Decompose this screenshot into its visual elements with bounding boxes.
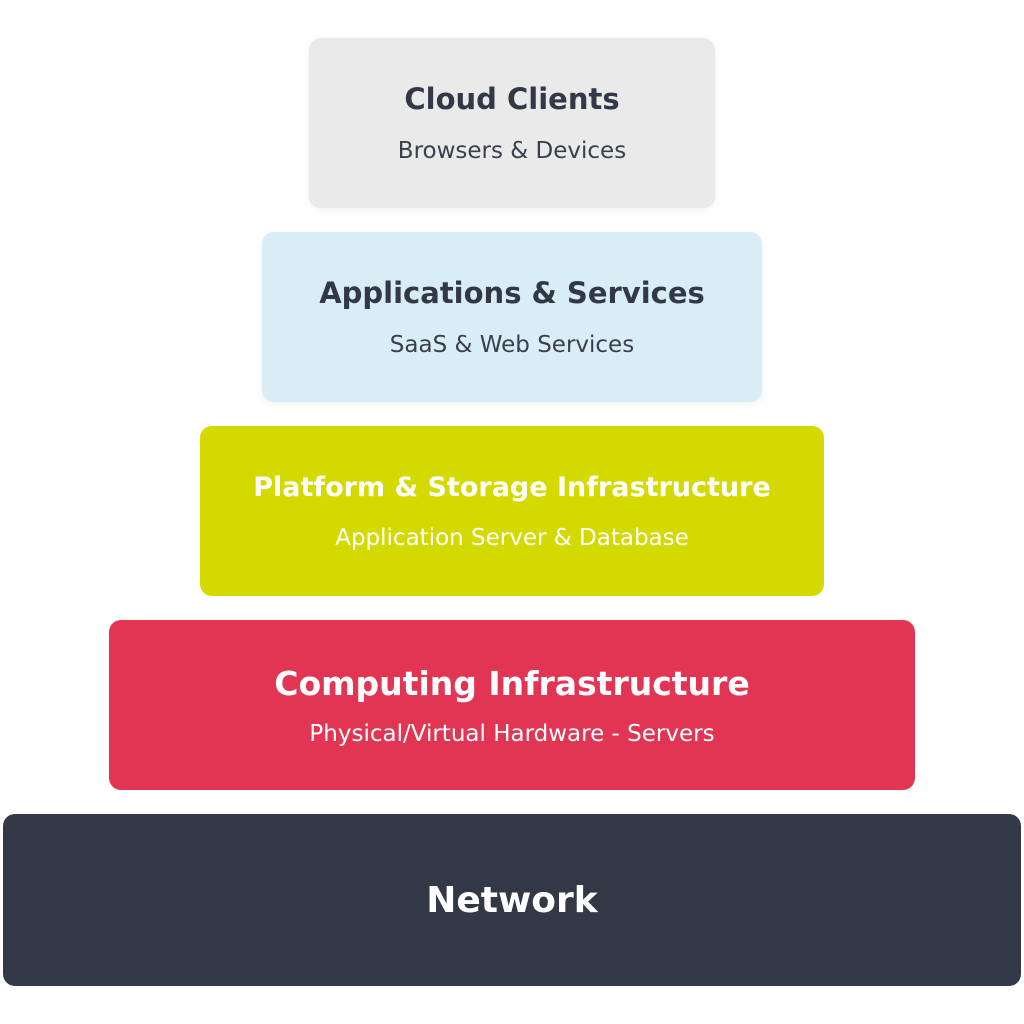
layer-title: Applications & Services [319, 276, 705, 310]
layer-title: Platform & Storage Infrastructure [253, 471, 771, 503]
layer-network: Network [3, 814, 1021, 986]
layer-computing-infrastructure: Computing Infrastructure Physical/Virtua… [109, 620, 915, 790]
layer-subtitle: Application Server & Database [335, 524, 689, 551]
layer-subtitle: SaaS & Web Services [389, 332, 635, 358]
layer-title: Cloud Clients [404, 82, 620, 116]
layer-platform-storage: Platform & Storage Infrastructure Applic… [200, 426, 824, 596]
layer-title: Computing Infrastructure [274, 663, 750, 703]
layer-applications-services: Applications & Services SaaS & Web Servi… [262, 232, 762, 402]
layer-cloud-clients: Cloud Clients Browsers & Devices [309, 38, 715, 208]
layer-title: Network [426, 879, 598, 921]
layer-subtitle: Browsers & Devices [397, 138, 627, 164]
layer-subtitle: Physical/Virtual Hardware - Servers [309, 720, 715, 747]
